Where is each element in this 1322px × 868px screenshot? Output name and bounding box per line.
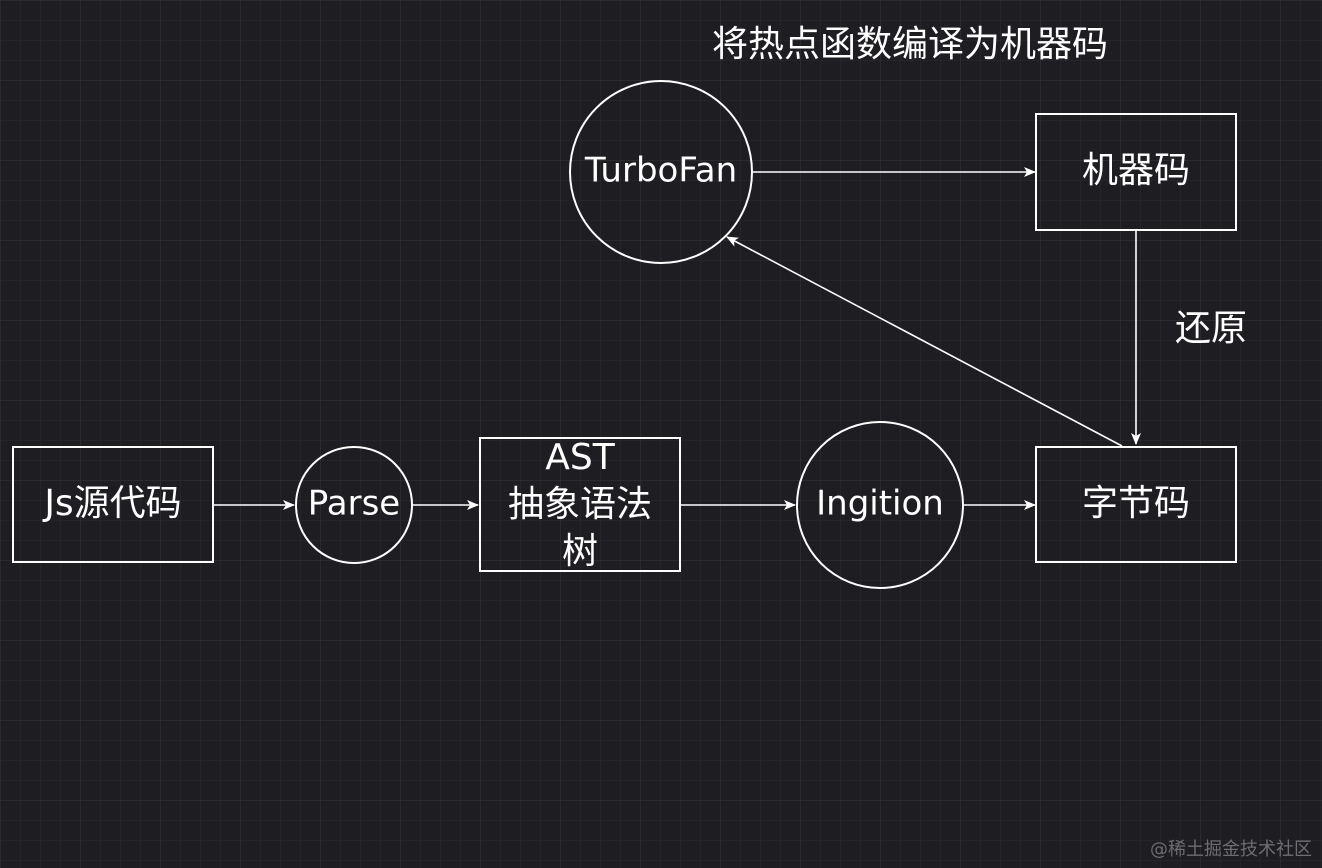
node-js-source-label: Js源代码 <box>42 483 181 524</box>
node-ast <box>479 437 681 572</box>
node-bytecode-label: 字节码 <box>1082 483 1190 524</box>
node-ast-line-3: 树 <box>562 531 598 572</box>
node-machine-code-label: 机器码 <box>1082 150 1190 191</box>
node-turbofan <box>569 80 753 264</box>
node-ingition <box>796 421 964 589</box>
node-parse-label: Parse <box>308 484 400 524</box>
diagram-title: 将热点函数编译为机器码 <box>712 24 1108 65</box>
node-ast-line-2: 抽象语法 <box>508 484 652 525</box>
edge-label-restore: 还原 <box>1175 308 1247 349</box>
edge-bytecode-to-turbofan <box>726 236 1123 447</box>
node-ingition-label: Ingition <box>816 484 944 524</box>
node-machine-code <box>1035 113 1237 231</box>
node-turbofan-label: TurboFan <box>584 151 737 191</box>
watermark: @稀土掘金技术社区 <box>1150 839 1312 860</box>
node-js-source <box>12 446 214 563</box>
node-parse <box>295 446 413 564</box>
node-ast-line-1: AST <box>545 437 615 478</box>
node-bytecode <box>1035 446 1237 563</box>
